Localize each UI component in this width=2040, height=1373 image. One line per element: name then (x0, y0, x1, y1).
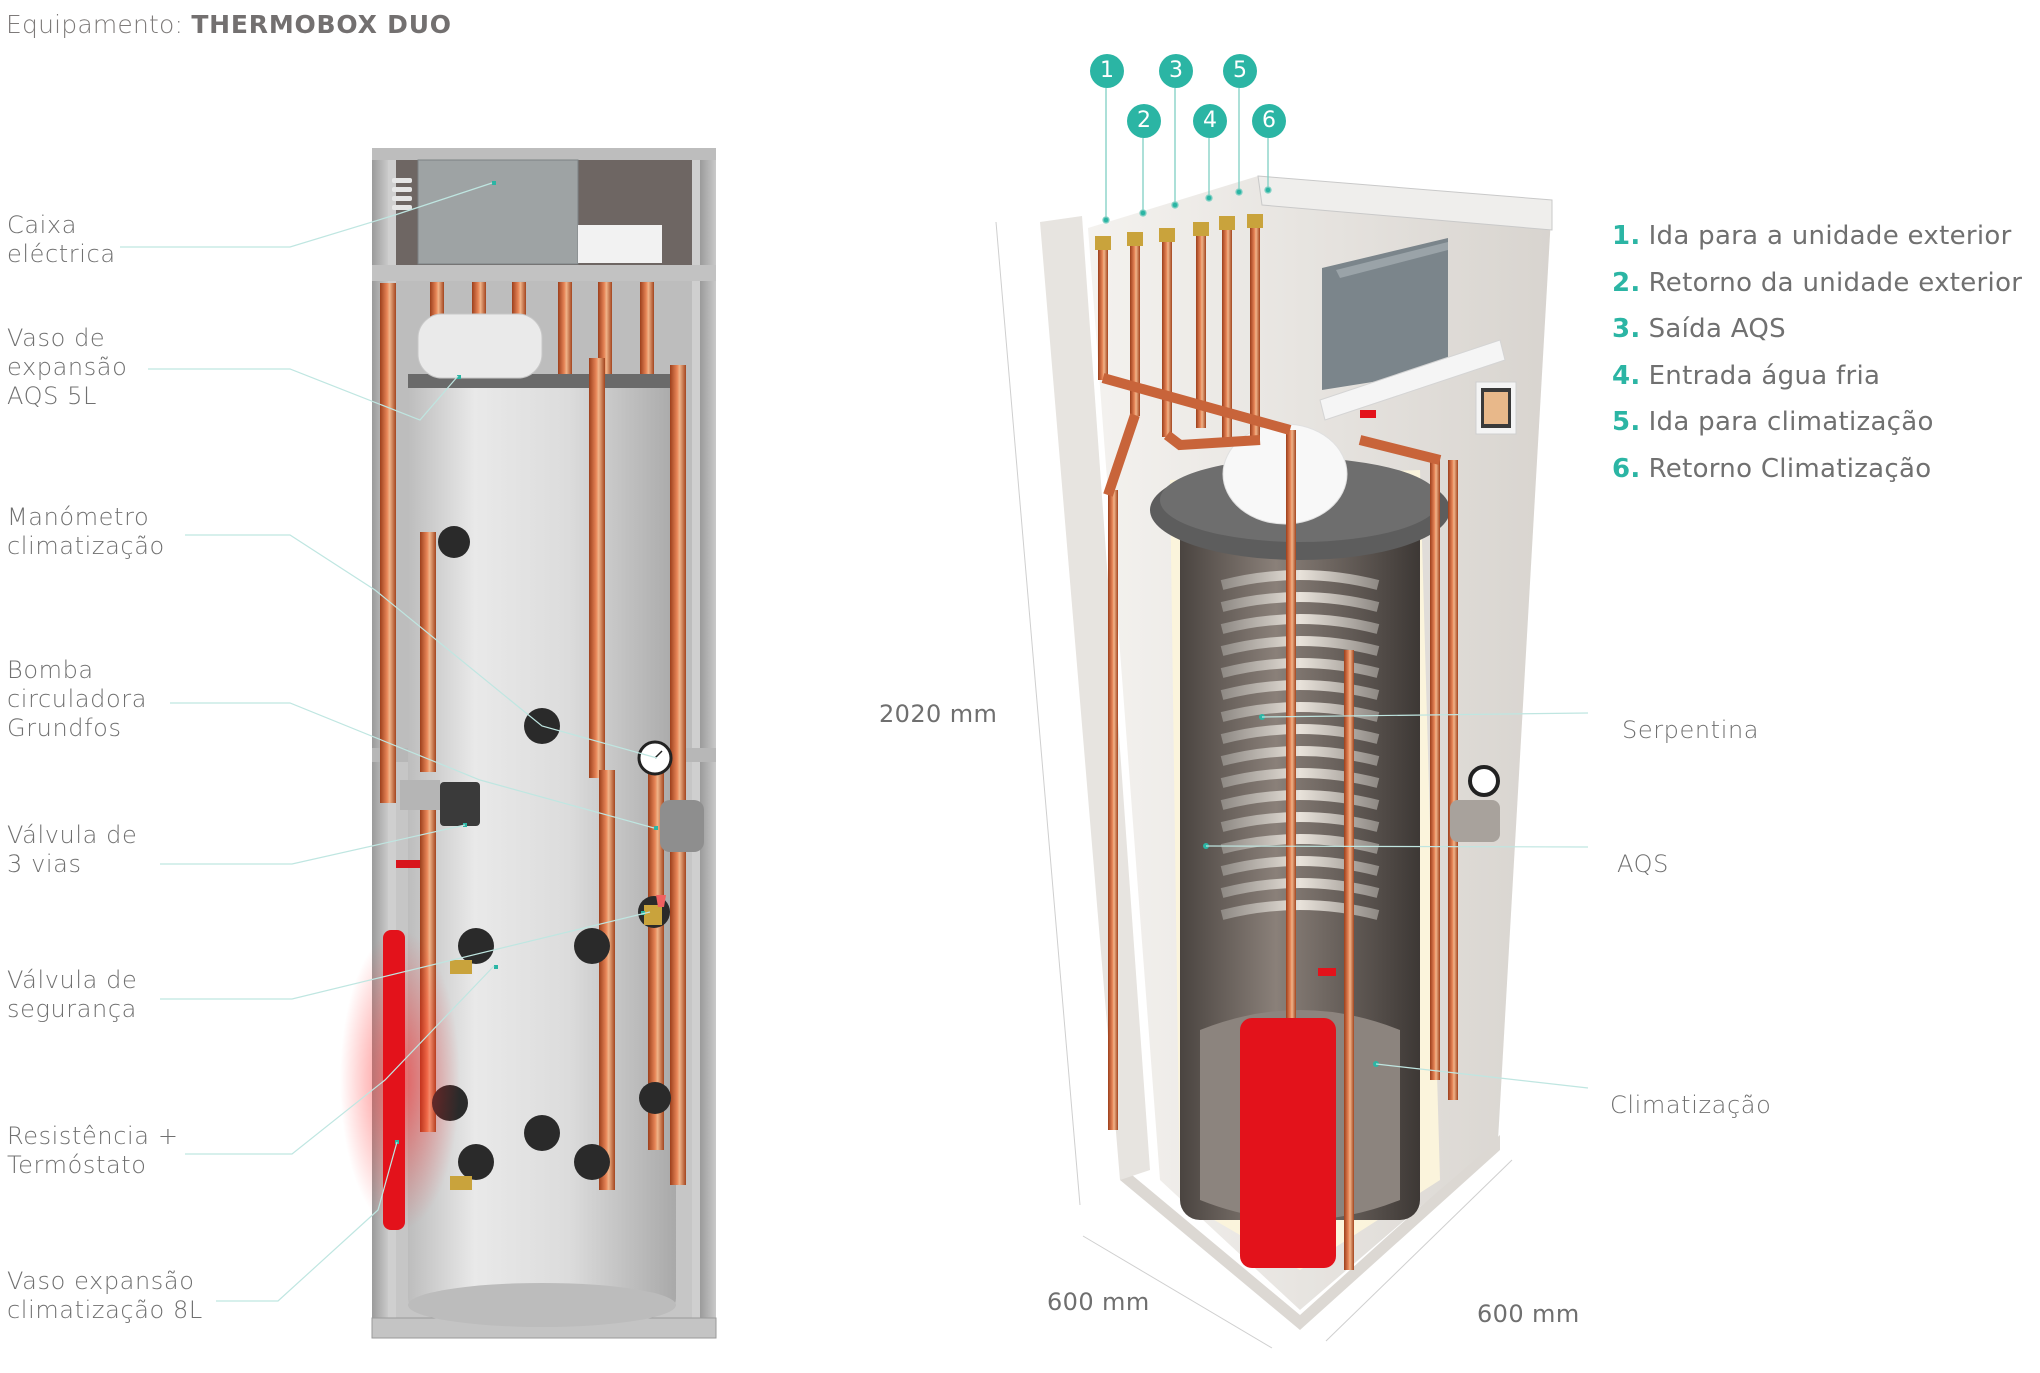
callout-manometro: Manómetro climatização (7, 503, 165, 560)
callout-resistencia-termostato: Resistência + Termóstato (7, 1122, 179, 1179)
legend-item: 2.Retorno da unidade exterior (1612, 263, 2022, 310)
connection-badge-3: 3 (1159, 54, 1193, 88)
connection-badge-6: 6 (1252, 104, 1286, 138)
callout-vaso-expansao-aqs: Vaso de expansão AQS 5L (7, 324, 128, 410)
connection-badge-4: 4 (1193, 104, 1227, 138)
connection-badge-5: 5 (1223, 54, 1257, 88)
legend-item: 1.Ida para a unidade exterior (1612, 216, 2022, 263)
callout-aqs: AQS (1617, 850, 1669, 878)
legend-number: 4. (1612, 360, 1641, 391)
legend-number: 1. (1612, 221, 1641, 251)
legend-text: Entrada água fria (1648, 360, 1881, 391)
legend-item: 4.Entrada água fria (1612, 356, 2022, 403)
legend-item: 5.Ida para climatização (1612, 402, 2022, 449)
product-name: THERMOBOX DUO (191, 10, 452, 39)
title-prefix: Equipamento: (6, 10, 184, 39)
left-unit-drawing (340, 148, 717, 1339)
dimension-lines (995, 221, 1513, 1349)
right-leader-lines (1205, 712, 1589, 1089)
legend-number: 6. (1612, 453, 1641, 484)
left-leader-lines (120, 182, 658, 1302)
connection-leader-lines (1102, 88, 1272, 224)
callout-serpentina: Serpentina (1622, 716, 1760, 744)
callout-valvula-seguranca: Válvula de segurança (7, 966, 138, 1023)
connection-legend: 1.Ida para a unidade exterior 2.Retorno … (1612, 216, 2022, 495)
legend-item: 6.Retorno Climatização (1612, 449, 2022, 496)
legend-number: 5. (1612, 407, 1641, 437)
dimension-depth: 600 mm (1047, 1288, 1150, 1316)
callout-climatizacao: Climatização (1610, 1091, 1772, 1119)
right-unit-drawing (1040, 175, 1553, 1330)
legend-text: Retorno Climatização (1648, 453, 1932, 484)
callout-bomba-circuladora: Bomba circuladora Grundfos (7, 656, 148, 742)
legend-text: Ida para a unidade exterior (1648, 221, 2012, 251)
callout-caixa-electrica: Caixa eléctrica (7, 211, 116, 268)
legend-number: 2. (1612, 267, 1641, 298)
connection-badge-1: 1 (1090, 54, 1124, 88)
callout-valvula-3-vias: Válvula de 3 vias (7, 821, 138, 878)
legend-number: 3. (1612, 314, 1641, 344)
page-title: Equipamento: THERMOBOX DUO (6, 10, 452, 39)
dimension-height: 2020 mm (879, 700, 998, 728)
legend-item: 3.Saída AQS (1612, 309, 2022, 356)
legend-text: Ida para climatização (1648, 407, 1934, 437)
connection-badge-2: 2 (1127, 104, 1161, 138)
legend-text: Saída AQS (1648, 314, 1786, 344)
legend-text: Retorno da unidade exterior (1648, 267, 2023, 298)
dimension-width: 600 mm (1477, 1300, 1580, 1328)
callout-vaso-expansao-climatizacao: Vaso expansão climatização 8L (7, 1267, 203, 1324)
